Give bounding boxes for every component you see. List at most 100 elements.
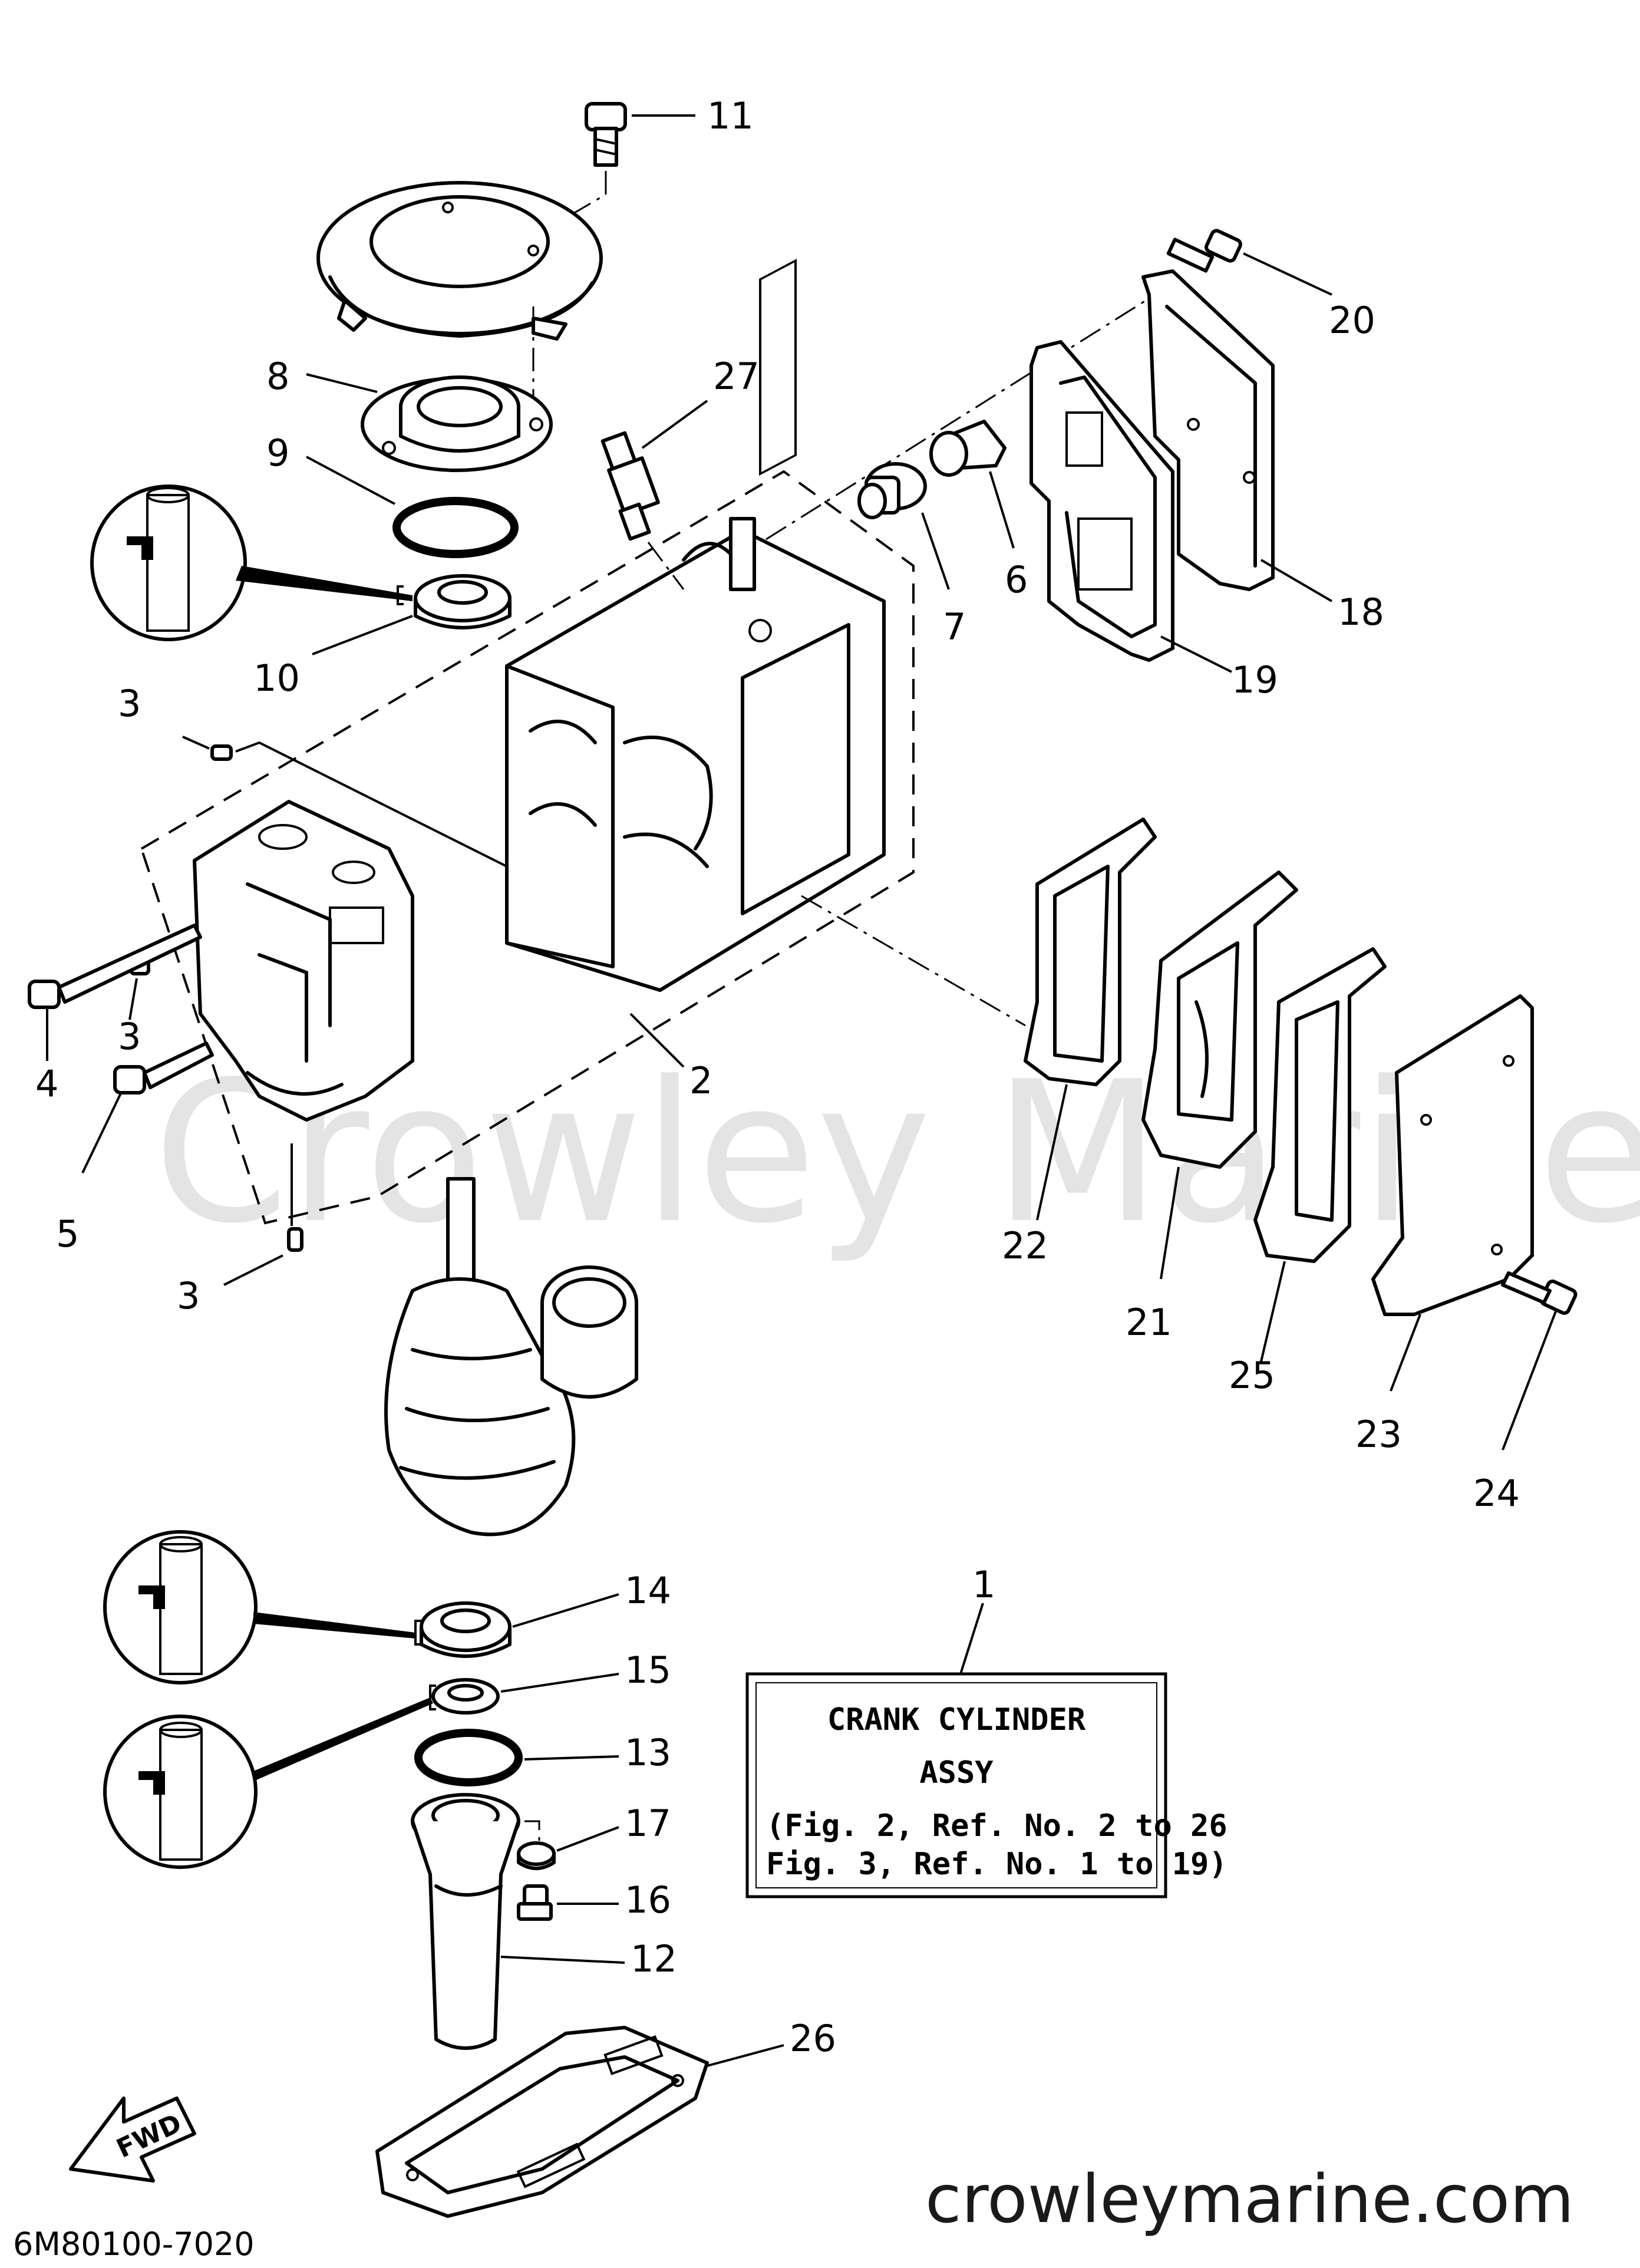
label-16: 16 xyxy=(625,1878,671,1921)
grease-callout-lower-2 xyxy=(103,1697,433,1869)
cylinder-block xyxy=(505,259,886,992)
part-21-reed-valve xyxy=(1141,871,1298,1169)
label-11: 11 xyxy=(707,94,754,137)
part-18-exhaust-cover xyxy=(1141,269,1275,591)
label-7: 7 xyxy=(943,605,966,648)
part-24-bolt xyxy=(1501,1271,1578,1315)
guide-17 xyxy=(524,1820,540,1845)
box-title-line1: CRANK CYLINDER xyxy=(827,1702,1086,1738)
leader-25 xyxy=(1260,1261,1286,1362)
leader-3a xyxy=(182,736,210,750)
label-26: 26 xyxy=(790,2017,836,2060)
leader-18 xyxy=(1260,559,1333,602)
part-8-bearing-housing xyxy=(361,375,553,472)
leader-24 xyxy=(1502,1311,1557,1451)
leader-1 xyxy=(959,1603,984,1674)
part-6-thermostat-cap xyxy=(929,420,1007,477)
part-27-spark-plug xyxy=(600,431,660,541)
label-2: 2 xyxy=(689,1059,712,1102)
part-12-lower-housing xyxy=(411,1793,520,2050)
box-note-line2: Fig. 3, Ref. No. 1 to 19) xyxy=(766,1847,1227,1882)
leader-3b xyxy=(128,978,138,1020)
part-4-bolt xyxy=(28,924,202,1009)
label-4: 4 xyxy=(35,1062,58,1105)
leader-21 xyxy=(1160,1166,1180,1280)
part-3-dowel-upper xyxy=(210,744,233,761)
crank-cylinder-assy-box-inner xyxy=(755,1682,1157,1888)
leader-15 xyxy=(500,1673,619,1693)
part-22-gasket xyxy=(1024,817,1157,1086)
grease-callout-upper xyxy=(90,484,413,641)
leader-10 xyxy=(312,615,413,655)
part-15-oil-seal xyxy=(431,1678,500,1715)
watermark-text: Crowley Marine xyxy=(153,1040,1640,1266)
part-3-dowel-lower xyxy=(287,1227,303,1252)
leader-6 xyxy=(989,471,1015,549)
leader-19 xyxy=(1160,635,1232,673)
label-15: 15 xyxy=(625,1649,671,1692)
leader-17 xyxy=(556,1826,619,1852)
grease-callout-lower-1 xyxy=(103,1530,421,1684)
forward-direction-arrow: FWD xyxy=(69,2096,196,2183)
part-25-gasket xyxy=(1253,947,1387,1263)
leader-27 xyxy=(641,400,708,449)
guide-11 xyxy=(534,171,607,237)
crankcase-assembly-outline xyxy=(140,470,915,1225)
part-11-bolt xyxy=(585,102,627,167)
label-23: 23 xyxy=(1355,1413,1402,1456)
leader-14 xyxy=(512,1593,619,1628)
crankshaft xyxy=(384,1177,638,1537)
part-19-exhaust-cover-gasket xyxy=(1029,340,1174,662)
website-url: crowleymarine.com xyxy=(925,2161,1574,2238)
label-5: 5 xyxy=(56,1212,79,1255)
label-27: 27 xyxy=(713,355,760,398)
label-13: 13 xyxy=(625,1731,671,1774)
label-17: 17 xyxy=(625,1802,671,1845)
box-title-line2: ASSY xyxy=(919,1755,994,1791)
part-10-oil-seal xyxy=(414,574,512,629)
label-21: 21 xyxy=(1126,1301,1172,1344)
leader-3c xyxy=(223,1254,283,1286)
part-16-bolt xyxy=(517,1884,553,1921)
label-20: 20 xyxy=(1329,299,1375,342)
leader-8 xyxy=(306,373,378,393)
label-8: 8 xyxy=(266,355,289,398)
leader-23 xyxy=(1390,1314,1421,1392)
part-23-cover-plate xyxy=(1371,994,1534,1316)
leader-20 xyxy=(1243,252,1332,296)
label-18: 18 xyxy=(1338,591,1384,634)
leader-26 xyxy=(707,2044,784,2067)
crankcase-half xyxy=(193,800,414,1122)
leader-9 xyxy=(306,456,395,505)
part-7-thermostat xyxy=(857,462,927,519)
crank-cylinder-assy-box xyxy=(745,1672,1167,1898)
label-25: 25 xyxy=(1229,1354,1275,1397)
part-26-gasket xyxy=(375,2026,709,2218)
label-3c: 3 xyxy=(177,1274,200,1317)
label-3a: 3 xyxy=(118,682,141,725)
label-10: 10 xyxy=(253,657,300,700)
label-12: 12 xyxy=(631,1937,677,1980)
guide-22 xyxy=(801,895,1026,1027)
leader-13 xyxy=(524,1755,619,1761)
leader-22 xyxy=(1036,1084,1068,1221)
leader-2 xyxy=(629,1013,685,1068)
leader-5 xyxy=(81,1093,122,1173)
leader-12 xyxy=(500,1956,625,1964)
label-22: 22 xyxy=(1002,1224,1048,1267)
label-24: 24 xyxy=(1473,1472,1520,1515)
leader-7 xyxy=(921,512,950,590)
part-13-o-ring xyxy=(414,1729,523,1786)
part-9-o-ring xyxy=(392,497,519,558)
part-17-washer xyxy=(517,1841,556,1870)
label-14: 14 xyxy=(625,1569,671,1612)
label-3b: 3 xyxy=(118,1015,141,1058)
flywheel-cover-plate xyxy=(316,181,603,341)
guide-27 xyxy=(647,542,685,590)
part-14-oil-seal xyxy=(420,1601,512,1658)
box-note-line1: (Fig. 2, Ref. No. 2 to 26 xyxy=(766,1808,1227,1844)
part-20-bolt xyxy=(1166,229,1242,273)
label-6: 6 xyxy=(1005,558,1028,601)
label-19: 19 xyxy=(1232,658,1278,701)
